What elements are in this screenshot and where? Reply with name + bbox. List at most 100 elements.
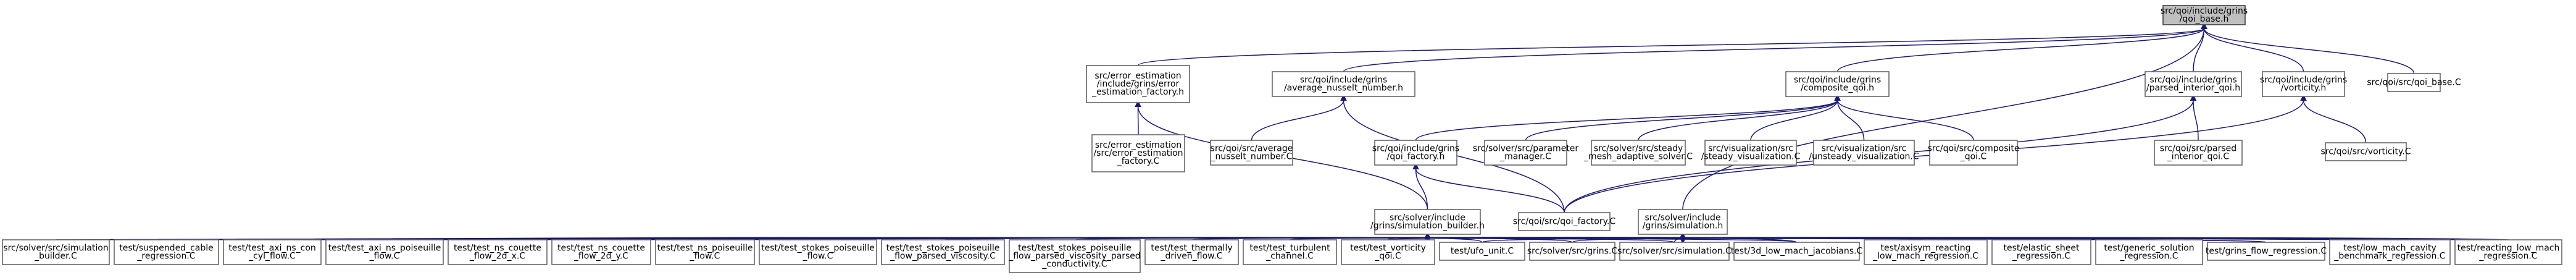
node-label: src/qoi/include/grins xyxy=(2260,75,2347,85)
node-label: _manager.C xyxy=(1499,152,1551,162)
node-label: _flow_2d_x.C xyxy=(469,252,525,261)
graph-node[interactable]: src/solver/src/parameter_manager.C xyxy=(1473,140,1579,166)
node-box xyxy=(2329,239,2451,265)
graph-node[interactable]: src/solver/src/grins.C xyxy=(1527,242,1618,261)
node-label: test/axisym_reacting xyxy=(1880,244,1970,253)
node-label: /average_nusselt_number.h xyxy=(1284,83,1403,93)
edge-b13-to-sim xyxy=(1387,236,1686,244)
graph-node[interactable]: src/qoi/src/average_nusselt_number.C xyxy=(1210,140,1293,166)
edge-pm-to-cq xyxy=(1525,94,1841,141)
node-label: _interior_qoi.C xyxy=(2167,152,2230,162)
node-box xyxy=(1374,140,1457,166)
graph-node[interactable]: src/qoi/src/vorticity.C xyxy=(2321,142,2411,161)
node-label: test/test_ns_couette xyxy=(454,244,541,253)
graph-node[interactable]: test/test_stokes_poiseuille_flow.C xyxy=(759,239,877,265)
graph-node[interactable]: src/visualization/src/steady_visualizati… xyxy=(1701,140,1801,166)
node-label: /grins/simulation.h xyxy=(1643,221,1723,231)
edge-sim-to-root xyxy=(1682,22,2207,210)
node-box xyxy=(1733,242,1860,261)
graph-node[interactable]: test/axisym_reacting_low_mach_regression… xyxy=(1864,239,1988,265)
node-label: src/qoi/src/parsed xyxy=(2160,144,2236,154)
node-label: test/reacting_low_mach xyxy=(2457,244,2560,253)
graph-node[interactable]: test/reacting_low_mach_regression.C xyxy=(2454,239,2562,265)
graph-node[interactable]: test/test_axi_ns_poiseuille_flow.C xyxy=(325,239,444,265)
node-label: test/ufo_unit.C xyxy=(1451,247,1514,257)
graph-node[interactable]: src/solver/include/grins/simulation.h xyxy=(1638,209,1728,235)
node-box xyxy=(1086,65,1190,103)
node-label: src/visualization/src xyxy=(1822,144,1907,154)
graph-node[interactable]: test/test_thermally_driven_flow.C xyxy=(1144,239,1239,265)
edge-b23-to-sim xyxy=(1678,235,2509,243)
graph-node[interactable]: src/visualization/src/unsteady_visualiza… xyxy=(1809,140,1919,166)
graph-node[interactable]: src/error_estimation/src/error_estimatio… xyxy=(1091,134,1185,172)
graph-node[interactable]: src/qoi/src/qoi_base.C xyxy=(2367,73,2461,92)
graph-node[interactable]: test/test_ns_couette_flow_2d_y.C xyxy=(551,239,651,265)
node-box xyxy=(1144,239,1239,265)
graph-node[interactable]: test/test_stokes_poiseuille_flow_parsed_… xyxy=(1008,239,1141,273)
node-label: src/solver/src/simulation.C xyxy=(1617,247,1732,257)
graph-node[interactable]: test/generic_solution_regression.C xyxy=(2095,239,2203,265)
graph-node[interactable]: src/qoi/include/grins/parsed_interior_qo… xyxy=(2145,71,2242,97)
node-box xyxy=(1638,209,1728,235)
node-label: _flow.C xyxy=(369,252,400,261)
node-box xyxy=(1864,239,1988,265)
node-label: src/solver/src/simulation xyxy=(3,244,108,253)
node-label: src/qoi/include/grins xyxy=(2161,6,2248,16)
node-box xyxy=(2262,71,2345,97)
graph-node[interactable]: src/error_estimation/include/grins/error… xyxy=(1086,65,1190,103)
node-label: _channel.C xyxy=(1265,252,1314,261)
graph-node[interactable]: test/elastic_sheet_regression.C xyxy=(1991,239,2091,265)
graph-node[interactable]: src/solver/include/grins/simulation_buil… xyxy=(1370,209,1485,235)
graph-node[interactable]: src/qoi/include/grins/vorticity.h xyxy=(2260,71,2347,97)
node-label: _qoi.C xyxy=(1960,152,1987,162)
node-label: _low_mach_regression.C xyxy=(1872,252,1978,261)
graph-node[interactable]: src/qoi/src/qoi_factory.C xyxy=(1513,212,1615,231)
node-label: src/qoi/src/vorticity.C xyxy=(2321,147,2411,157)
node-label: _benchmark_regression.C xyxy=(2333,252,2445,261)
node-label: test/test_thermally xyxy=(1151,244,1232,253)
node-box xyxy=(325,239,444,265)
graph-node[interactable]: test/test_stokes_poiseuille_flow_parsed_… xyxy=(881,239,1005,265)
graph-node[interactable]: test/test_ns_poiseuille_flow.C xyxy=(655,239,755,265)
edge-qf-to-cq xyxy=(1415,94,1841,141)
edge-layer xyxy=(55,22,2509,244)
edge-vortc-to-vort xyxy=(2300,94,2367,143)
graph-node[interactable]: test/3d_low_mach_jacobians.C xyxy=(1731,242,1863,261)
node-label: test/test_turbulent xyxy=(1249,244,1330,253)
edge-eef-to-root xyxy=(1137,22,2207,66)
graph-node[interactable]: test/ufo_unit.C xyxy=(1439,242,1525,261)
edge-eefc-to-eef xyxy=(1135,100,1141,135)
node-label: src/qoi/include/grins xyxy=(2149,75,2236,85)
node-box xyxy=(1991,239,2091,265)
node-box xyxy=(1704,140,1797,166)
node-label: _flow.C xyxy=(802,252,833,261)
node-box xyxy=(1529,242,1615,261)
graph-node[interactable]: test/test_ns_couette_flow_2d_x.C xyxy=(448,239,548,265)
node-box xyxy=(2325,142,2407,161)
graph-node[interactable]: src/solver/src/simulation.C xyxy=(1617,242,1732,261)
graph-node[interactable]: src/qoi/include/grins/composite_qoi.h xyxy=(1785,71,1890,97)
graph-node[interactable]: test/test_axi_ns_con_cyl_flow.C xyxy=(223,239,322,265)
graph-node[interactable]: src/solver/src/simulation_builder.C xyxy=(2,239,110,265)
graph-node[interactable]: src/qoi/include/grins/average_nusselt_nu… xyxy=(1272,71,1415,97)
graph-node[interactable]: src/qoi/src/parsed_interior_qoi.C xyxy=(2154,140,2243,166)
graph-node[interactable]: test/grins_flow_regression.C xyxy=(2206,242,2327,261)
graph-node[interactable]: test/suspended_cable_regression.C xyxy=(114,239,219,265)
node-label: /include/grins/error xyxy=(1097,79,1180,89)
node-label: src/qoi/src/average xyxy=(1211,144,1293,154)
graph-node[interactable]: src/solver/src/steady_mesh_adaptive_solv… xyxy=(1583,140,1693,166)
node-label: _mesh_adaptive_solver.C xyxy=(1583,152,1693,162)
node-label: src/qoi/src/composite xyxy=(1927,144,2019,154)
edge-qbc-to-root xyxy=(2201,22,2415,74)
node-label: /composite_qoi.h xyxy=(1801,83,1874,93)
graph-node[interactable]: test/test_turbulent_channel.C xyxy=(1243,239,1337,265)
node-label: test/test_ns_poiseuille xyxy=(657,244,752,253)
graph-node[interactable]: src/qoi/include/grins/qoi_factory.h xyxy=(1372,140,1459,166)
graph-node[interactable]: test/test_vorticity_qoi.C xyxy=(1341,239,1435,265)
graph-node[interactable]: src/qoi/src/composite_qoi.C xyxy=(1927,140,2020,166)
node-label: src/solver/src/parameter xyxy=(1473,144,1579,154)
node-box xyxy=(1518,212,1611,231)
node-box xyxy=(2162,5,2246,25)
graph-node[interactable]: test/low_mach_cavity_benchmark_regressio… xyxy=(2329,239,2451,265)
